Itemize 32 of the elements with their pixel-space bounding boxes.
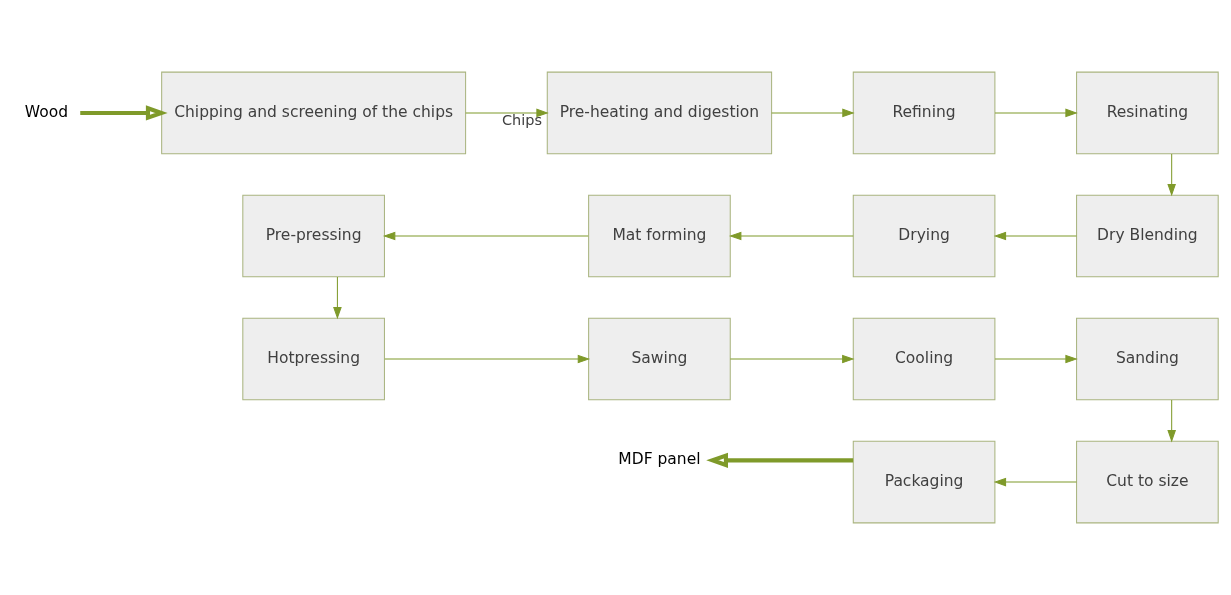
node-box: Cut to size: [1076, 440, 1219, 524]
node-box: Chipping and screening of the chips: [161, 71, 467, 155]
arrow: [706, 452, 854, 468]
arrow: [729, 354, 855, 364]
arrow: [465, 108, 549, 118]
arrow: [771, 108, 855, 118]
arrow: [333, 276, 342, 320]
arrow: [384, 354, 591, 364]
node-box: Sawing: [588, 317, 731, 401]
arrow: [994, 354, 1078, 364]
node-text: MDF panel: [618, 449, 701, 468]
node-box: Hotpressing: [242, 317, 385, 401]
arrow: [80, 105, 168, 121]
node-text: Wood: [24, 102, 69, 121]
node-box: Dry Blending: [1076, 194, 1219, 278]
node-box: Drying: [852, 194, 996, 278]
edge-label: Chips: [502, 111, 543, 128]
node-box: Packaging: [852, 440, 996, 524]
node-box: Refining: [852, 71, 996, 155]
node-box: Pre-heating and digestion: [546, 71, 773, 155]
arrow: [994, 108, 1078, 118]
arrow: [729, 231, 854, 241]
arrow: [1167, 153, 1176, 197]
node-box: Cooling: [852, 317, 996, 401]
node-box: Resinating: [1076, 71, 1219, 155]
arrow: [993, 477, 1077, 487]
arrow: [1167, 399, 1176, 443]
arrow: [382, 231, 589, 241]
arrow: [993, 231, 1077, 241]
node-box: Sanding: [1076, 317, 1219, 401]
node-box: Mat forming: [588, 194, 731, 278]
node-box: Pre-pressing: [242, 194, 385, 278]
